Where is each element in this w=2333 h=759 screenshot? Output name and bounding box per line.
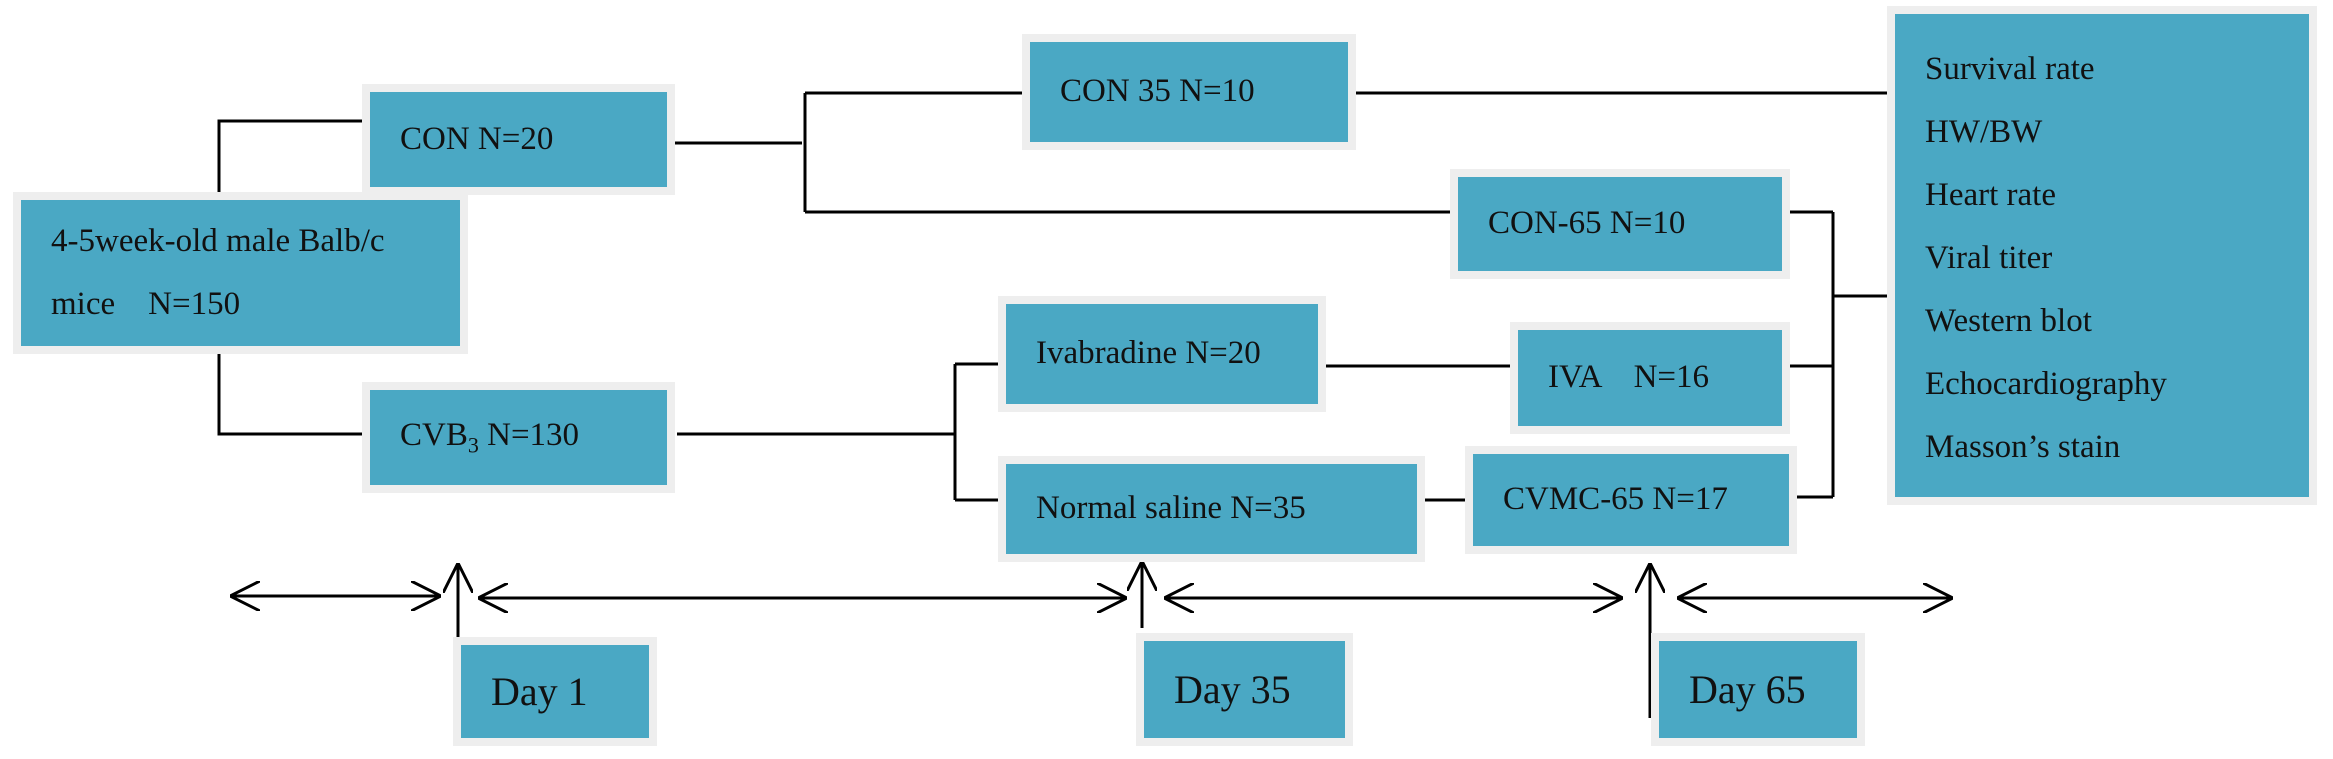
start-line-2: mice N=150 (51, 286, 241, 322)
day65-label: Day 65 (1689, 666, 1806, 712)
iva-box: IVA N=16 (1510, 322, 1790, 434)
start-line-1: 4-5week-old male Balb/c (51, 223, 385, 259)
start-box: 4-5week-old male Balb/c mice N=150 (13, 192, 468, 354)
day1-box: Day 1 (453, 637, 657, 746)
line-start-to-con (217, 119, 370, 200)
con35-box: CON 35 N=10 (1022, 34, 1356, 150)
cvb3-label: CVB3 N=130 (400, 417, 580, 459)
cvb3-box: CVB3 N=130 (362, 382, 675, 493)
outcome-item: Survival rate (1925, 51, 2095, 87)
outcomes-box: Survival rate HW/BW Heart rate Viral tit… (1887, 6, 2317, 505)
cvmc65-label: CVMC-65 N=17 (1503, 481, 1728, 518)
outcome-item: Heart rate (1925, 177, 2056, 213)
day1-label: Day 1 (491, 668, 588, 714)
iva-label: IVA N=16 (1548, 359, 1710, 396)
cvb3-subscript: 3 (467, 433, 479, 459)
ivabradine-box: Ivabradine N=20 (998, 296, 1326, 412)
outcome-item: HW/BW (1925, 114, 2043, 150)
line-start-to-cvb3 (217, 340, 370, 436)
outcome-item: Western blot (1925, 303, 2092, 339)
day65-box: Day 65 (1651, 633, 1865, 746)
outcome-item: Echocardiography (1925, 366, 2167, 402)
day35-label: Day 35 (1174, 666, 1291, 712)
saline-box: Normal saline N=35 (998, 456, 1425, 562)
cvmc65-box: CVMC-65 N=17 (1465, 446, 1797, 554)
con-box: CON N=20 (362, 84, 675, 195)
con65-box: CON-65 N=10 (1450, 169, 1790, 279)
day35-box: Day 35 (1136, 633, 1353, 746)
con35-label: CON 35 N=10 (1060, 73, 1255, 110)
outcome-item: Viral titer (1925, 240, 2053, 276)
con-label: CON N=20 (400, 120, 554, 157)
outcome-item: Masson’s stain (1925, 429, 2121, 465)
saline-label: Normal saline N=35 (1036, 490, 1306, 527)
con65-label: CON-65 N=10 (1488, 205, 1686, 242)
ivabradine-label: Ivabradine N=20 (1036, 335, 1261, 372)
